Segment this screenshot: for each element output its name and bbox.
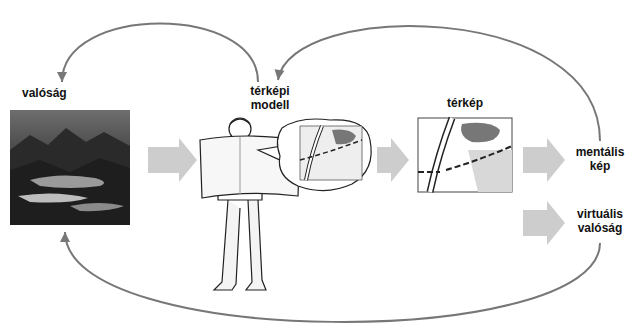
block-arrow-shape xyxy=(148,138,197,182)
block-arrow-shape xyxy=(523,138,565,182)
arrow-head xyxy=(57,72,67,82)
curve-line xyxy=(278,26,600,141)
diagram-node: térkép xyxy=(415,96,515,116)
node-label: virtuális valóság xyxy=(571,207,629,235)
diagram-node: mentális kép xyxy=(571,145,629,177)
arrow-head xyxy=(275,69,285,80)
block-arrow xyxy=(377,138,409,182)
diagram-node: virtuális valóság xyxy=(571,207,629,239)
curve-line xyxy=(65,232,600,322)
node-label: térkép xyxy=(415,96,515,110)
block-arrow xyxy=(523,138,565,182)
map-picture xyxy=(418,118,512,192)
block-arrow-shape xyxy=(377,138,409,182)
landscape-photo xyxy=(10,110,130,225)
diagram-node: térképi modell xyxy=(205,84,335,114)
node-label: mentális kép xyxy=(571,145,629,173)
diagram-node: valóság xyxy=(10,86,130,228)
curve-line xyxy=(62,24,258,83)
arrow-head xyxy=(60,232,70,242)
thought-bubble xyxy=(258,119,371,191)
block-arrow xyxy=(523,201,565,245)
node-label: térképi modell xyxy=(235,84,305,112)
feedback-arrow xyxy=(60,232,600,322)
feedback-arrow xyxy=(275,26,600,141)
feedback-arrow xyxy=(57,24,258,83)
block-arrow xyxy=(148,138,197,182)
block-arrow-shape xyxy=(523,201,565,245)
node-label: valóság xyxy=(22,86,130,100)
